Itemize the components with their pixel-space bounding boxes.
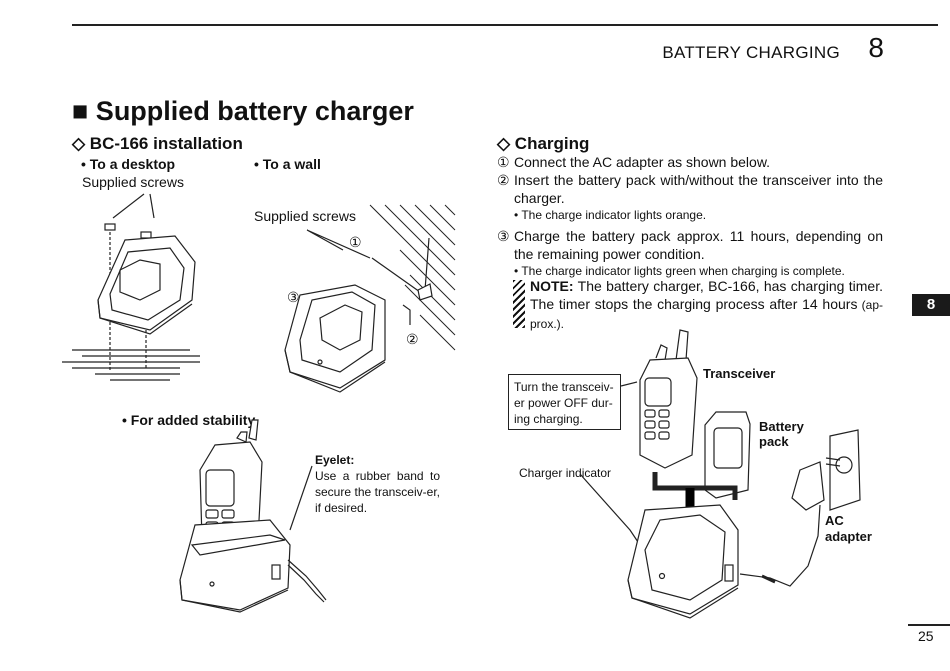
- desktop-label: • To a desktop: [81, 156, 176, 172]
- note-block: NOTE: The battery charger, BC-166, has c…: [513, 277, 883, 333]
- step-3-bullet: • The charge indicator lights green when…: [514, 264, 845, 278]
- wall-screws-label: Supplied screws: [254, 208, 356, 224]
- page-title: ■ Supplied battery charger: [72, 96, 414, 126]
- ac-adapter-label: AC adapter: [825, 513, 872, 544]
- section-title: BATTERY CHARGING: [662, 43, 840, 62]
- charging-heading: ◇ Charging: [497, 134, 590, 153]
- desktop-screws-label: Supplied screws: [82, 174, 184, 190]
- callout-3: ③: [287, 289, 300, 305]
- step-3: ③ Charge the battery pack approx. 11 hou…: [497, 227, 883, 263]
- page-rule: [908, 624, 950, 626]
- desktop-charger-illustration: [62, 193, 200, 381]
- wall-label: • To a wall: [254, 156, 321, 172]
- charging-steps: ① Connect the AC adapter as shown below.…: [497, 153, 883, 283]
- step-1-text: Connect the AC adapter as shown below.: [514, 154, 771, 170]
- callout-2: ②: [406, 331, 419, 347]
- eyelet-text: Use a rubber band to secure the transcei…: [315, 469, 440, 515]
- step-2-num: ②: [497, 172, 510, 188]
- installation-heading: ◇ BC-166 installation: [72, 134, 243, 153]
- step-3-text: Charge the battery pack approx. 11 hours…: [514, 228, 883, 262]
- step-3-num: ③: [497, 228, 510, 244]
- battery-pack-label: Battery pack: [759, 419, 804, 449]
- top-rule: [72, 24, 938, 26]
- stability-label: • For added stability: [122, 412, 256, 428]
- step-1-num: ①: [497, 154, 510, 170]
- charging-illustration: [579, 329, 861, 619]
- note-small-text: (ap-prox.).: [530, 298, 883, 331]
- step-2-bullet: • The charge indicator lights orange.: [514, 208, 707, 222]
- section-number: 8: [868, 32, 884, 63]
- step-2: ② Insert the battery pack with/without t…: [497, 171, 883, 207]
- note-text: The battery charger, BC-166, has chargin…: [530, 278, 883, 312]
- charger-indicator-label: Charger indicator: [519, 466, 612, 480]
- eyelet-title: Eyelet:: [315, 453, 355, 467]
- eyelet-note: Eyelet: Use a rubber band to secure the …: [315, 452, 440, 516]
- stability-illustration: [179, 419, 327, 613]
- note-hatch-icon: [513, 280, 525, 328]
- step-2-text: Insert the battery pack with/without the…: [514, 172, 883, 206]
- callout-1: ①: [349, 234, 362, 250]
- chapter-tab: 8: [912, 294, 950, 316]
- transceiver-label: Transceiver: [703, 366, 776, 381]
- note-label: NOTE:: [530, 278, 574, 294]
- step-1: ① Connect the AC adapter as shown below.: [497, 153, 883, 171]
- power-off-callout: Turn the transceiv-er power OFF dur-ing …: [508, 374, 621, 430]
- page-number: 25: [918, 628, 934, 644]
- wall-charger-illustration: [284, 204, 456, 393]
